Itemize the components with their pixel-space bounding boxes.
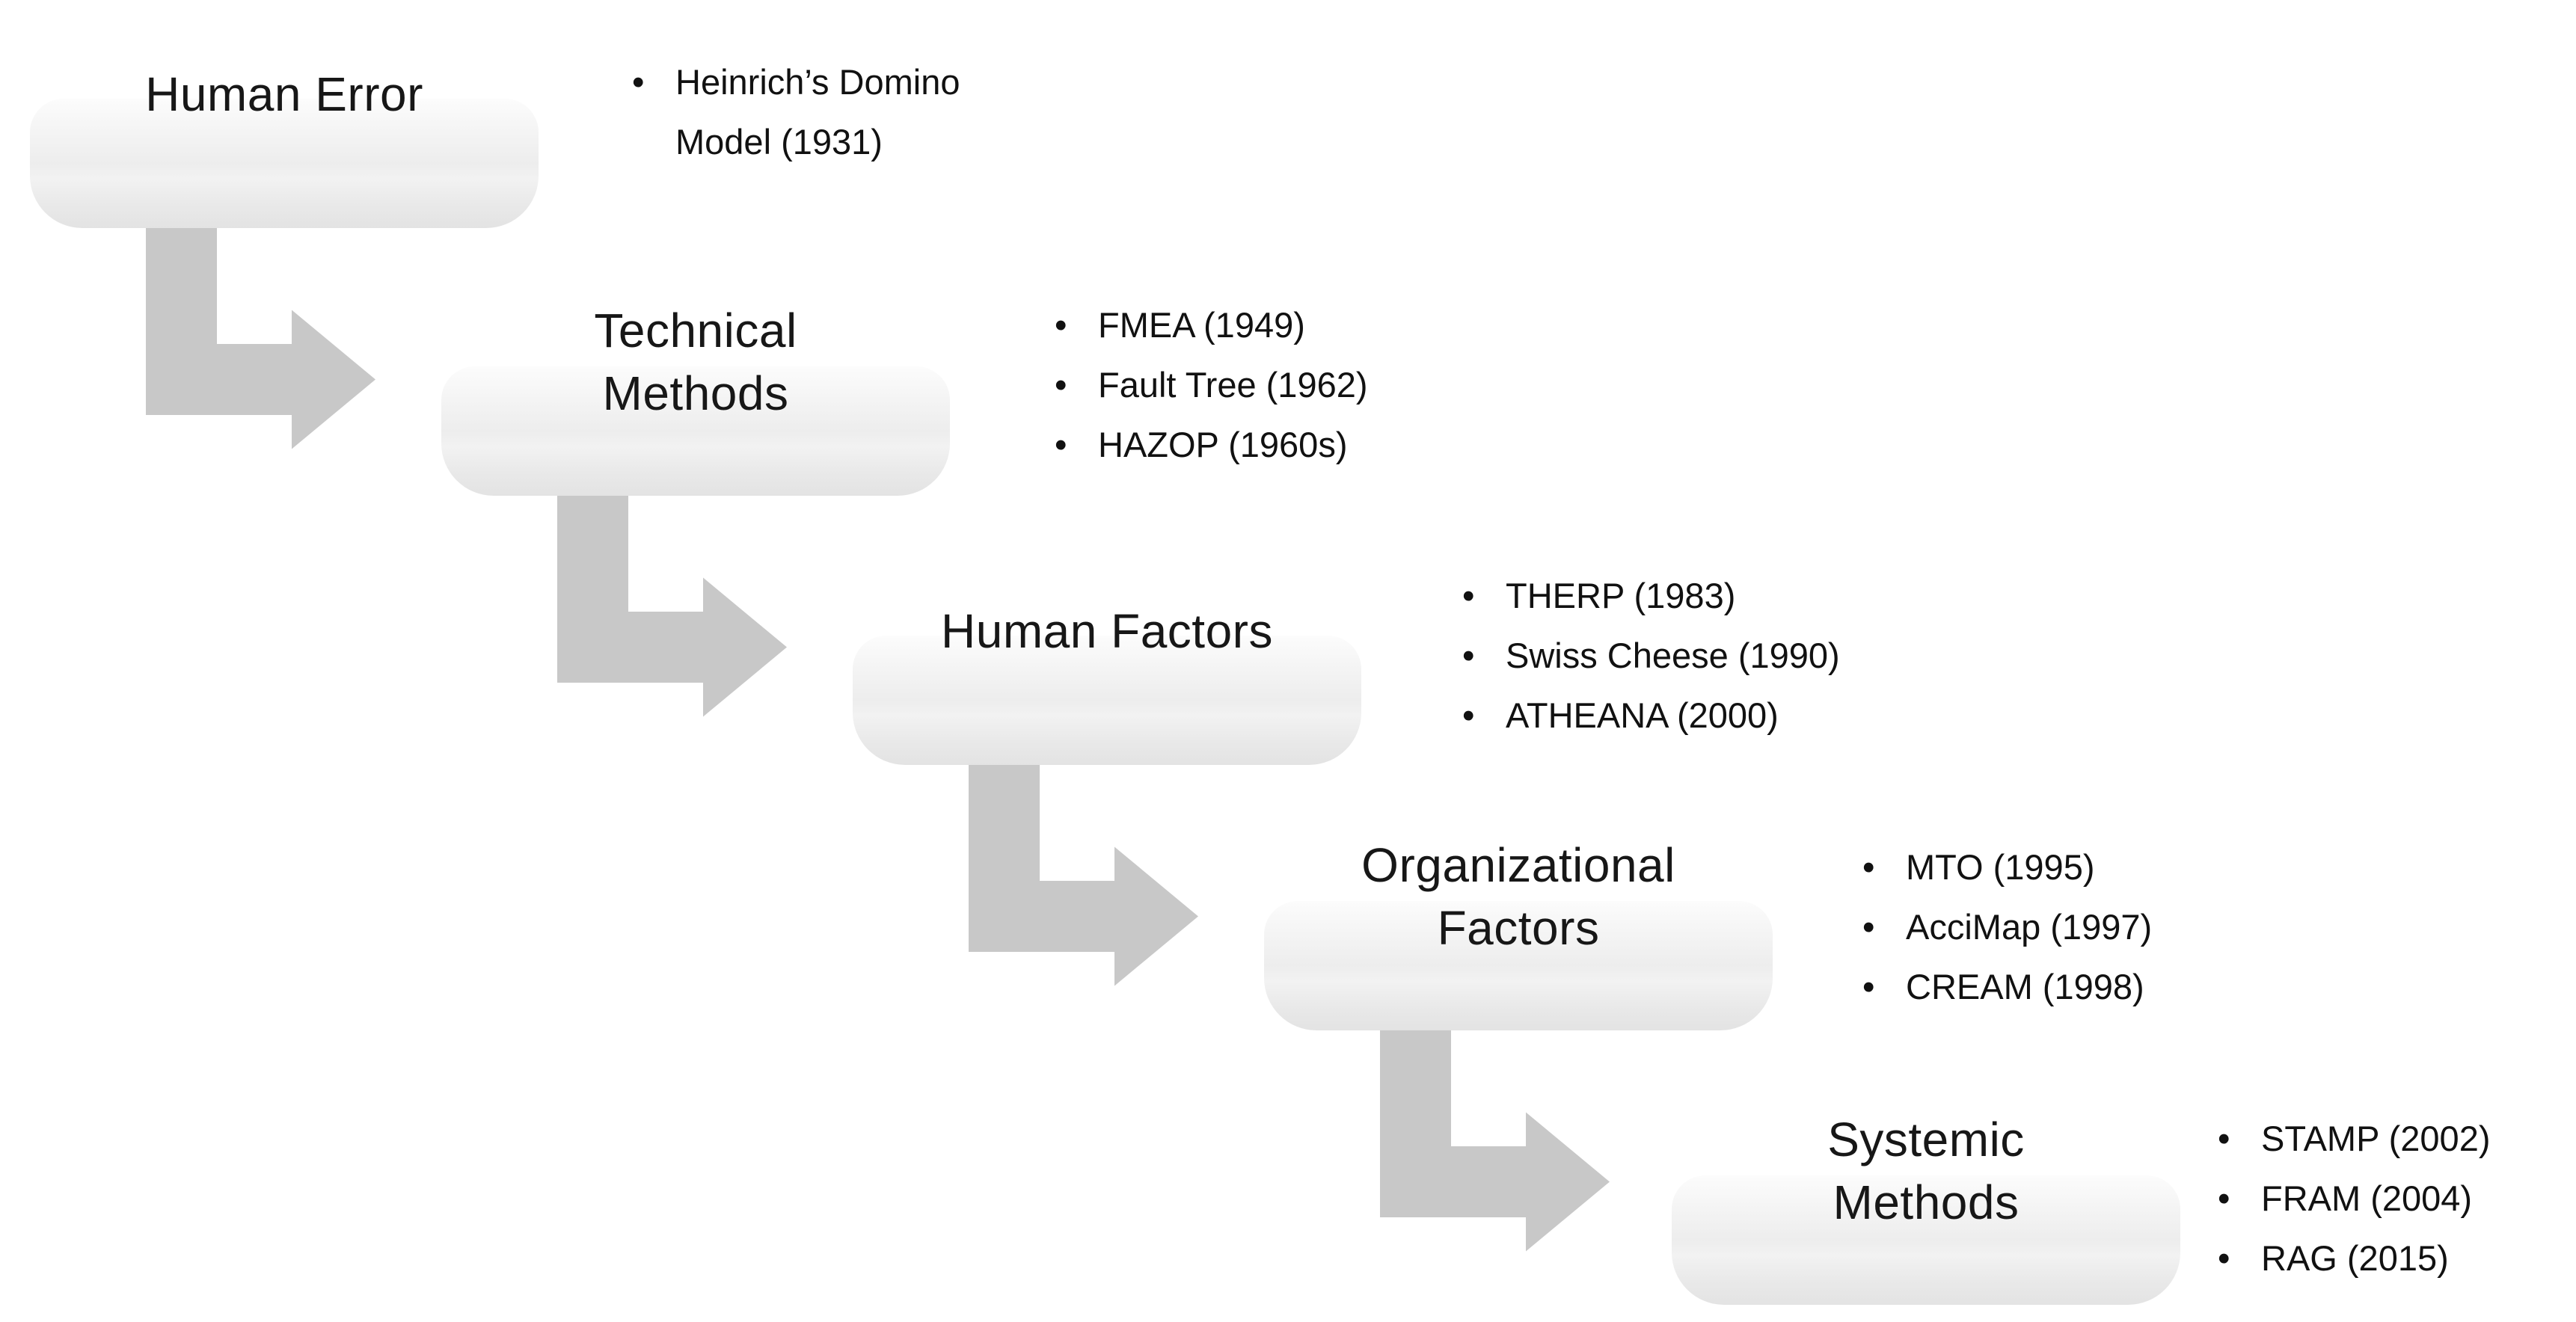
title-line: Human Error [145, 67, 423, 121]
elbow-arrow-icon [146, 228, 375, 449]
method-item: AcciMap (1997) [1862, 897, 2401, 957]
title-line: Factors [1437, 901, 1600, 955]
method-item: HAZOP (1960s) [1055, 415, 1578, 475]
method-item: Fault Tree (1962) [1055, 355, 1578, 415]
elbow-arrow-icon [1380, 1030, 1610, 1252]
method-list-technical-methods: FMEA (1949) Fault Tree (1962) HAZOP (196… [1055, 295, 1578, 475]
stage-title-human-factors: Human Factors [853, 600, 1361, 662]
method-item: STAMP (2002) [2218, 1109, 2569, 1169]
method-item: CREAM (1998) [1862, 957, 2401, 1017]
method-list-human-factors: THERP (1983) Swiss Cheese (1990) ATHEANA… [1462, 566, 2031, 745]
stage-box-organizational-factors [1264, 901, 1773, 1030]
title-line: Methods [602, 366, 789, 420]
elbow-arrow-icon [557, 496, 787, 717]
method-item: ATHEANA (2000) [1462, 686, 2031, 745]
stage-title-systemic-methods: Systemic Methods [1672, 1108, 2180, 1234]
title-line: Systemic [1827, 1113, 2025, 1166]
elbow-arrow-icon [969, 765, 1198, 986]
method-item: THERP (1983) [1462, 566, 2031, 626]
method-list-systemic-methods: STAMP (2002) FRAM (2004) RAG (2015) [2218, 1109, 2569, 1288]
method-item: FRAM (2004) [2218, 1169, 2569, 1229]
stage-box-systemic-methods [1672, 1175, 2180, 1305]
stage-box-technical-methods [441, 366, 950, 496]
stage-box-human-error [30, 99, 539, 228]
method-item: MTO (1995) [1862, 837, 2401, 897]
stage-title-technical-methods: Technical Methods [441, 299, 950, 425]
title-line: Human Factors [941, 604, 1273, 658]
title-line: Technical [594, 304, 797, 357]
stage-title-organizational-factors: Organizational Factors [1264, 834, 1773, 959]
title-line: Organizational [1361, 838, 1675, 892]
stage-box-human-factors [853, 636, 1361, 765]
method-item: FMEA (1949) [1055, 295, 1578, 355]
method-item: RAG (2015) [2218, 1229, 2569, 1288]
method-list-organizational-factors: MTO (1995) AcciMap (1997) CREAM (1998) [1862, 837, 2401, 1017]
method-item: Heinrich’s Domino Model (1931) [632, 52, 1051, 172]
stage-title-human-error: Human Error [30, 63, 539, 126]
title-line: Methods [1833, 1175, 2020, 1229]
method-list-human-error: Heinrich’s Domino Model (1931) [632, 52, 1051, 172]
method-item: Swiss Cheese (1990) [1462, 626, 2031, 686]
